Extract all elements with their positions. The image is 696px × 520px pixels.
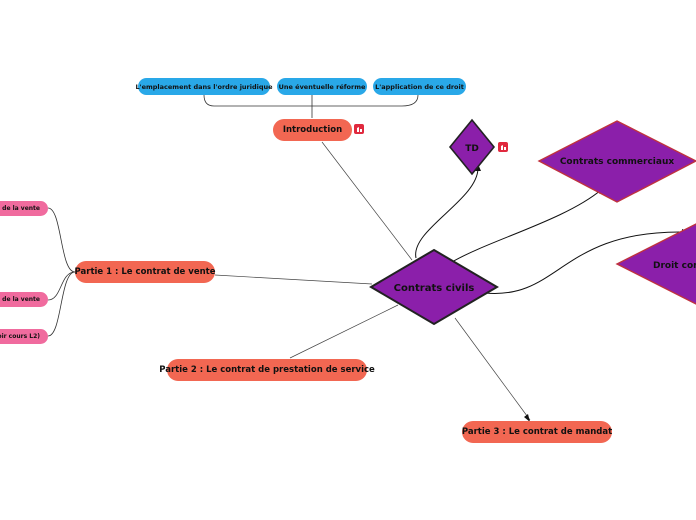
arrowhead-partie3 bbox=[524, 414, 530, 422]
partie3-node[interactable]: Partie 3 : Le contrat de mandat bbox=[462, 421, 612, 443]
commerciaux-diamond[interactable] bbox=[537, 120, 696, 203]
curve-droit bbox=[484, 231, 686, 294]
note-icon[interactable] bbox=[354, 124, 364, 134]
droit-label: Droit cor bbox=[653, 261, 696, 271]
connector-introduction bbox=[321, 141, 413, 261]
central-label: Contrats civils bbox=[394, 283, 475, 294]
connector-partie1 bbox=[214, 274, 373, 285]
intro-child-reforme[interactable]: Une éventuelle réforme bbox=[277, 78, 367, 95]
curve-td bbox=[415, 167, 479, 259]
curve-commerciaux bbox=[451, 189, 602, 263]
connector-partie2 bbox=[289, 304, 399, 359]
connectors bbox=[214, 141, 531, 421]
partie1-child-2[interactable]: n de la vente bbox=[0, 292, 48, 307]
td-note-icon[interactable] bbox=[498, 142, 508, 152]
introduction-node[interactable]: Introduction bbox=[273, 119, 352, 141]
intro-bracket bbox=[203, 94, 419, 118]
partie1-bracket bbox=[47, 207, 76, 337]
td-note-icon-glyph bbox=[500, 144, 506, 150]
partie1-child-1[interactable]: n de la vente bbox=[0, 201, 48, 216]
droit-diamond[interactable] bbox=[615, 223, 696, 305]
commerciaux-label: Contrats commerciaux bbox=[560, 157, 675, 167]
partie2-node[interactable]: Partie 2 : Le contrat de prestation de s… bbox=[159, 359, 375, 381]
central-diamond[interactable] bbox=[369, 248, 499, 326]
intro-child-application[interactable]: L'application de ce droit bbox=[373, 78, 466, 95]
partie1-node[interactable]: Partie 1 : Le contrat de vente bbox=[75, 261, 215, 283]
connector-partie3 bbox=[454, 317, 531, 421]
partie1-child-3[interactable]: voir cours L2) bbox=[0, 329, 48, 344]
note-icon-glyph bbox=[356, 126, 362, 132]
relation-curves bbox=[415, 167, 686, 294]
td-label: TD bbox=[465, 144, 479, 154]
intro-child-emplacement[interactable]: L'emplacement dans l'ordre juridique bbox=[135, 78, 273, 95]
td-diamond[interactable] bbox=[448, 118, 496, 176]
